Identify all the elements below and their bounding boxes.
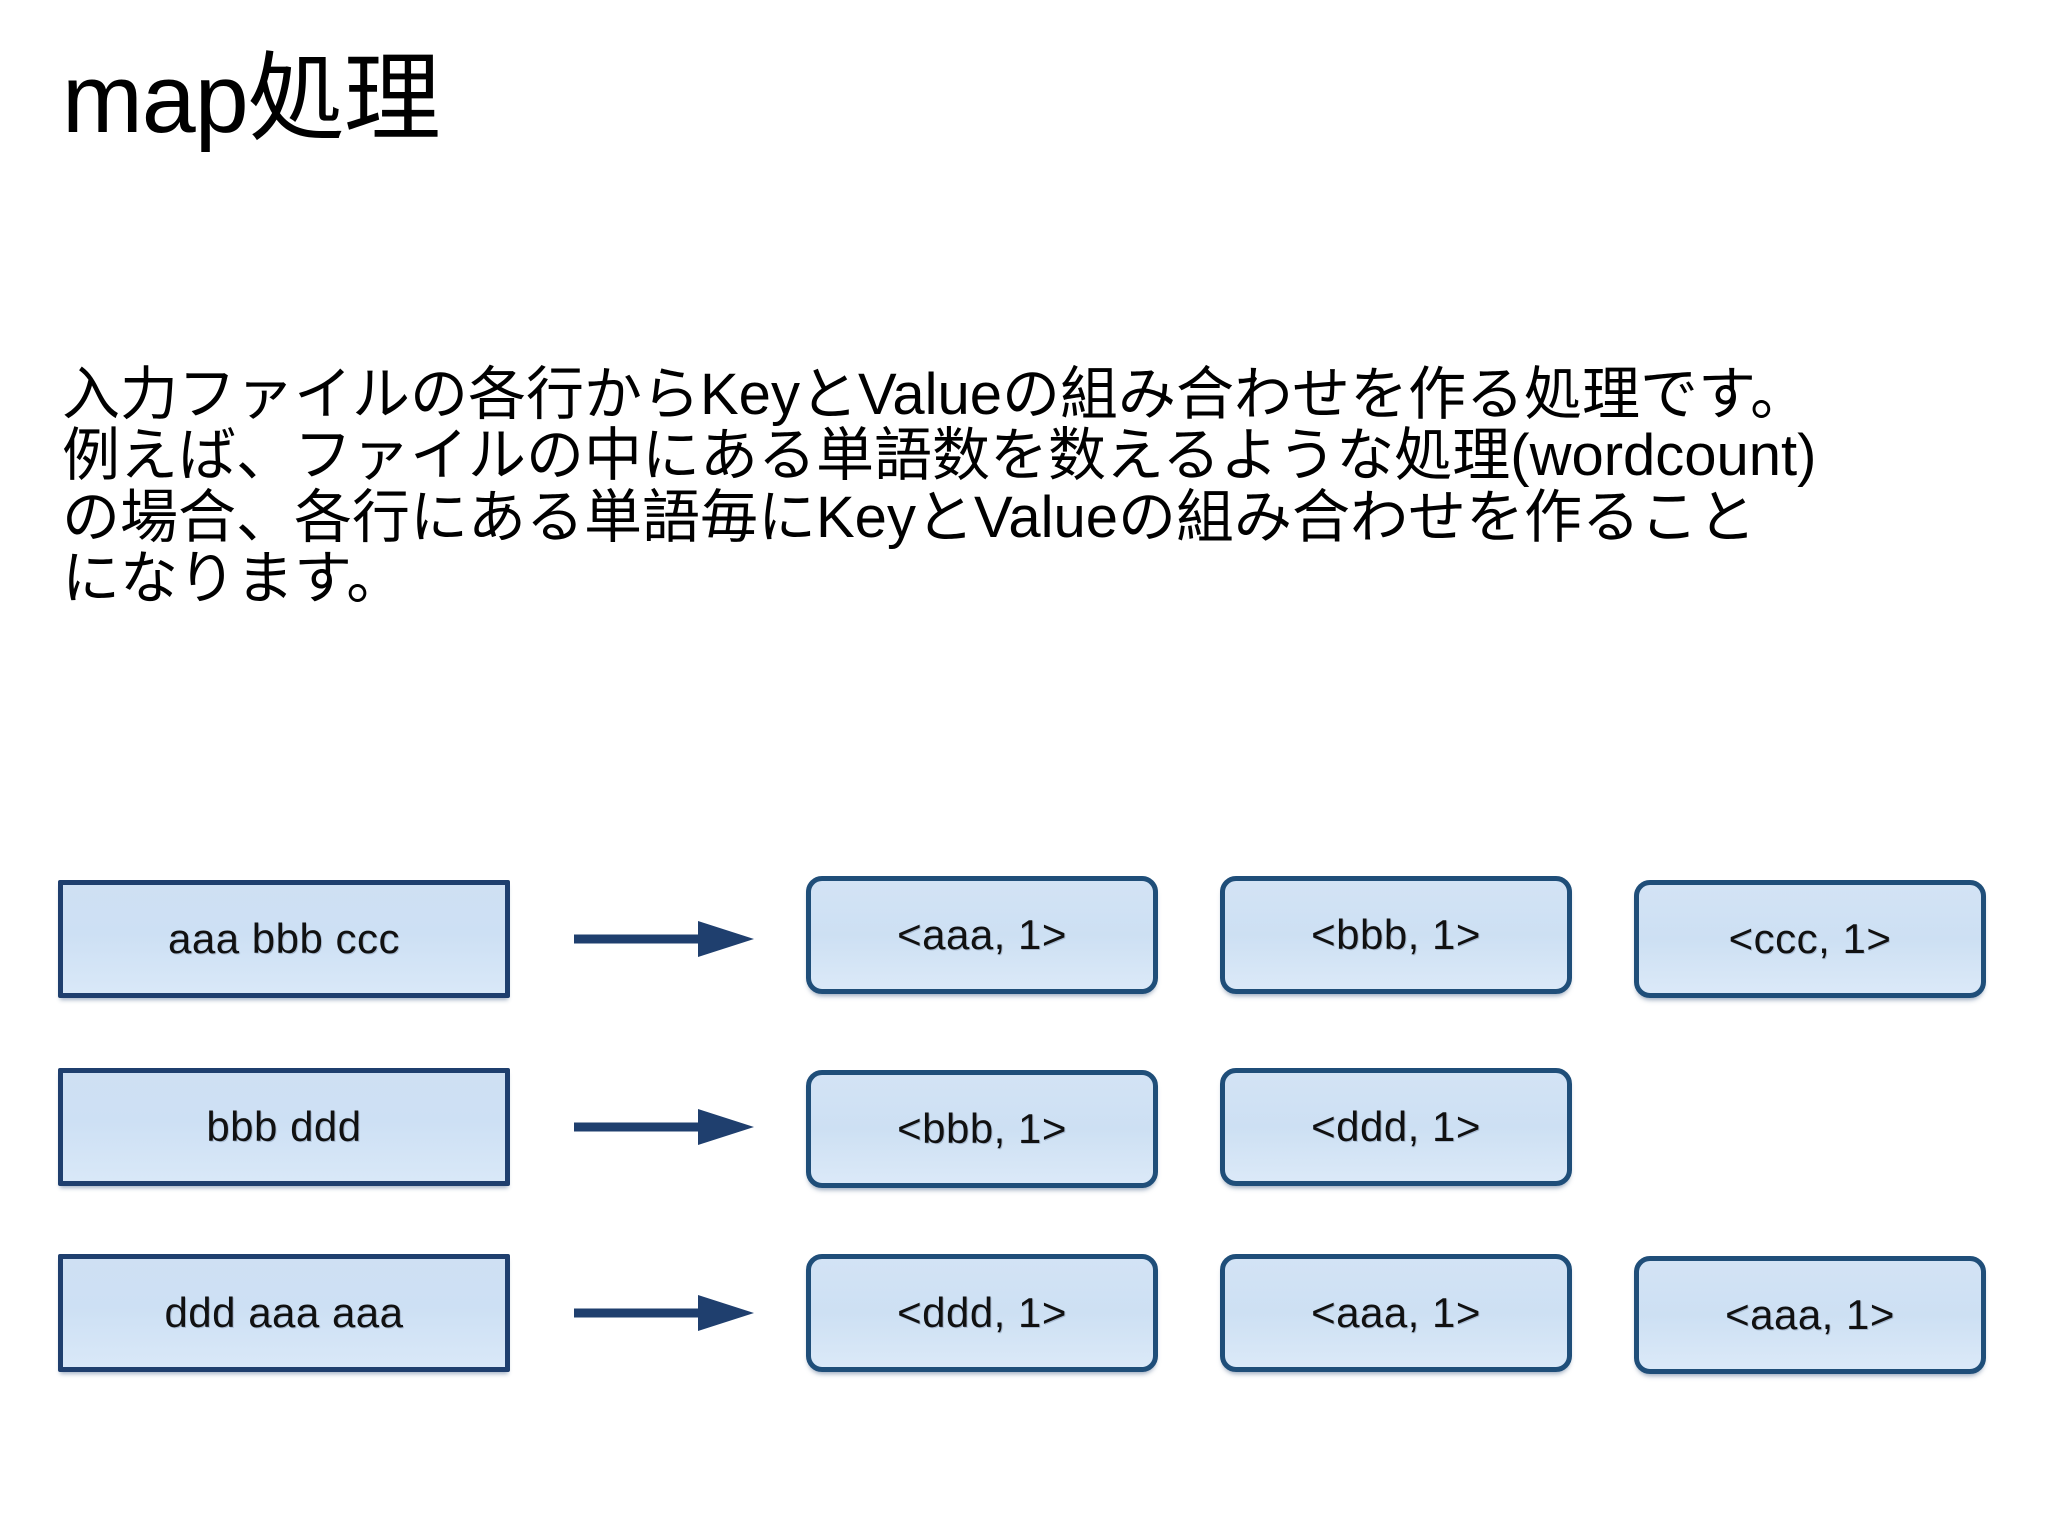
body-line-1: 入力ファイルの各行からKeyとValueの組み合わせを作る処理です。 xyxy=(62,362,1809,427)
keyvalue-pair-box: <aaa, 1> xyxy=(1220,1254,1572,1372)
arrow-right-icon xyxy=(574,1106,754,1148)
diagram-row: bbb ddd <bbb, 1> <ddd, 1> xyxy=(0,1068,2048,1188)
arrow-right-icon xyxy=(574,1292,754,1334)
body-line-2: 例えば、ファイルの中にある単語数を数えるような処理(wordcount) xyxy=(62,423,1817,489)
keyvalue-pair-box: <ddd, 1> xyxy=(806,1254,1158,1372)
body-line-3: の場合、各行にある単語毎にKeyとValueの組み合わせを作ること xyxy=(62,484,1756,550)
input-line-box: ddd aaa aaa xyxy=(58,1254,510,1372)
arrow-right-icon xyxy=(574,918,754,960)
keyvalue-pair-box: <ccc, 1> xyxy=(1634,880,1986,998)
page-title: map処理 xyxy=(62,44,441,153)
diagram-row: aaa bbb ccc <aaa, 1> <bbb, 1> <ccc, 1> xyxy=(0,876,2048,1000)
keyvalue-pair-box: <bbb, 1> xyxy=(1220,876,1572,994)
keyvalue-pair-box: <ddd, 1> xyxy=(1220,1068,1572,1186)
keyvalue-pair-box: <aaa, 1> xyxy=(1634,1256,1986,1374)
input-line-box: bbb ddd xyxy=(58,1068,510,1186)
body-paragraph: 入力ファイルの各行からKeyとValueの組み合わせを作る処理です。 例えば、フ… xyxy=(62,364,2012,610)
input-line-box: aaa bbb ccc xyxy=(58,880,510,998)
keyvalue-pair-box: <aaa, 1> xyxy=(806,876,1158,994)
body-line-4: になります。 xyxy=(62,546,405,612)
keyvalue-pair-box: <bbb, 1> xyxy=(806,1070,1158,1188)
diagram-row: ddd aaa aaa <ddd, 1> <aaa, 1> <aaa, 1> xyxy=(0,1254,2048,1374)
